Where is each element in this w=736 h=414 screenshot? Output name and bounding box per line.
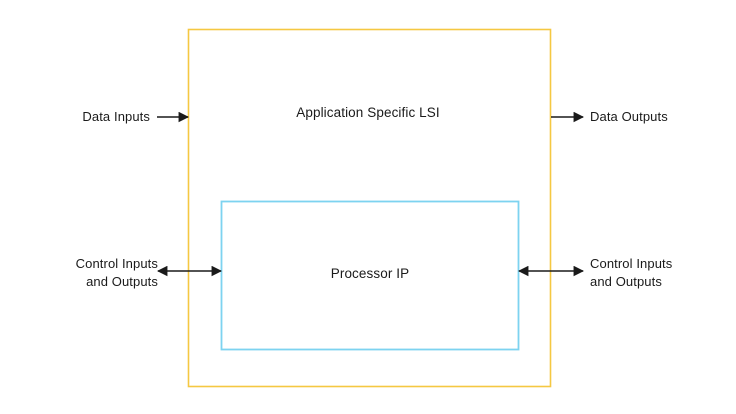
control-inputs-outputs-left-label: Control Inputs and Outputs	[75, 256, 158, 290]
control-inputs-outputs-right-label: Control Inputs and Outputs	[590, 256, 673, 290]
inner-block-processor-ip	[220, 200, 520, 351]
data-outputs-label: Data Outputs	[590, 109, 668, 124]
data-inputs-label: Data Inputs	[82, 109, 150, 124]
outer-block-label: Application Specific LSI	[296, 105, 440, 120]
inner-block-label: Processor IP	[330, 266, 410, 281]
